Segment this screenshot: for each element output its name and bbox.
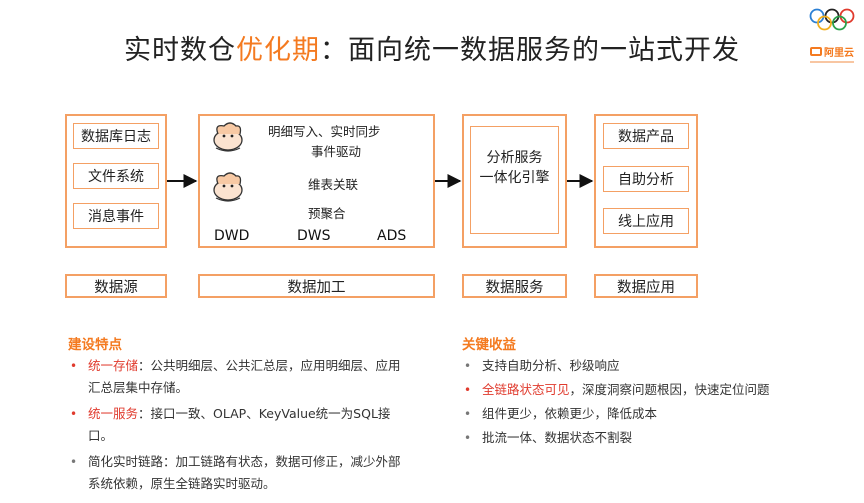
- layer-dws: DWS: [297, 228, 331, 244]
- page-title: 实时数仓优化期：面向统一数据服务的一站式开发: [0, 28, 864, 67]
- benefit-text: 支持自助分析、秒级响应: [482, 358, 620, 373]
- bullet-icon: •: [70, 359, 78, 373]
- feature-text: ：公共明细层、公共汇总层，应用明细层、应用汇总层集中存储。: [88, 358, 401, 395]
- app-online-application: 线上应用: [603, 208, 689, 234]
- processing-label-pre-agg: 预聚合: [308, 206, 346, 221]
- feature-item: • 统一存储：公共明细层、公共汇总层，应用明细层、应用汇总层集中存储。: [68, 355, 408, 399]
- feature-item: • 统一服务：接口一致、OLAP、KeyValue统一为SQL接口。: [68, 403, 408, 447]
- source-message-event: 消息事件: [73, 203, 159, 229]
- title-highlight: 优化期: [236, 35, 320, 66]
- benefit-item: • 组件更少，依赖更少，降低成本: [462, 403, 842, 427]
- source-db-log: 数据库日志: [73, 123, 159, 149]
- benefits-title: 关键收益: [462, 337, 516, 353]
- stage-label-processing: 数据加工: [198, 274, 435, 298]
- benefits-list: • 支持自助分析、秒级响应 • 全链路状态可见，深度洞察问题根因，快速定位问题 …: [462, 355, 842, 451]
- benefit-highlight: 全链路状态可见: [482, 382, 570, 397]
- data-service-box: [462, 114, 567, 248]
- processing-label-dim-join: 维表关联: [308, 177, 359, 192]
- benefit-item: • 全链路状态可见，深度洞察问题根因，快速定位问题: [462, 379, 842, 403]
- benefit-text: 批流一体、数据状态不割裂: [482, 430, 633, 445]
- benefit-text: ，深度洞察问题根因，快速定位问题: [569, 382, 770, 397]
- feature-text: 简化实时链路：加工链路有状态，数据可修正，减少外部系统依赖，原生全链路实时驱动。: [88, 454, 401, 491]
- stage-label-apps: 数据应用: [594, 274, 698, 298]
- source-file-system: 文件系统: [73, 163, 159, 189]
- bullet-icon: •: [464, 431, 472, 445]
- processing-label-event-driven: 事件驱动: [311, 144, 362, 159]
- benefit-item: • 批流一体、数据状态不割裂: [462, 427, 842, 451]
- benefit-text: 组件更少，依赖更少，降低成本: [482, 406, 658, 421]
- analysis-engine-box: 分析服务 一体化引擎: [470, 126, 559, 234]
- olympic-rings-icon: [809, 8, 855, 31]
- layer-dwd: DWD: [214, 228, 250, 244]
- title-prefix: 实时数仓: [124, 35, 236, 66]
- logo-text: 阿里云: [824, 48, 854, 59]
- flink-squirrel-icon-2: [213, 172, 243, 202]
- app-data-product: 数据产品: [603, 123, 689, 149]
- service-line-1: 分析服务: [486, 150, 543, 166]
- bullet-icon: •: [464, 407, 472, 421]
- bullet-icon: •: [70, 407, 78, 421]
- logo-brand: 阿里云: [808, 44, 856, 59]
- bullet-icon: •: [464, 383, 472, 397]
- stage-label-service: 数据服务: [462, 274, 567, 298]
- features-list: • 统一存储：公共明细层、公共汇总层，应用明细层、应用汇总层集中存储。 • 统一…: [68, 355, 408, 495]
- feature-item: • 简化实时链路：加工链路有状态，数据可修正，减少外部系统依赖，原生全链路实时驱…: [68, 451, 408, 495]
- bullet-icon: •: [70, 455, 78, 469]
- app-self-service-analysis: 自助分析: [603, 166, 689, 192]
- feature-text: ：接口一致、OLAP、KeyValue统一为SQL接口。: [88, 406, 391, 443]
- flink-squirrel-icon: [213, 122, 243, 152]
- bullet-icon: •: [464, 359, 472, 373]
- features-title: 建设特点: [68, 337, 122, 353]
- stage-label-sources: 数据源: [65, 274, 167, 298]
- logo: 阿里云: [808, 6, 856, 63]
- processing-label-write-sync: 明细写入、实时同步: [268, 124, 381, 139]
- feature-highlight: 统一服务: [88, 406, 139, 421]
- title-suffix: ：面向统一数据服务的一站式开发: [320, 35, 740, 66]
- aliyun-mark-icon: [810, 47, 822, 56]
- benefit-item: • 支持自助分析、秒级响应: [462, 355, 842, 379]
- feature-highlight: 统一存储: [88, 358, 139, 373]
- logo-divider: [810, 61, 854, 63]
- layer-ads: ADS: [377, 228, 407, 244]
- service-line-2: 一体化引擎: [479, 170, 550, 186]
